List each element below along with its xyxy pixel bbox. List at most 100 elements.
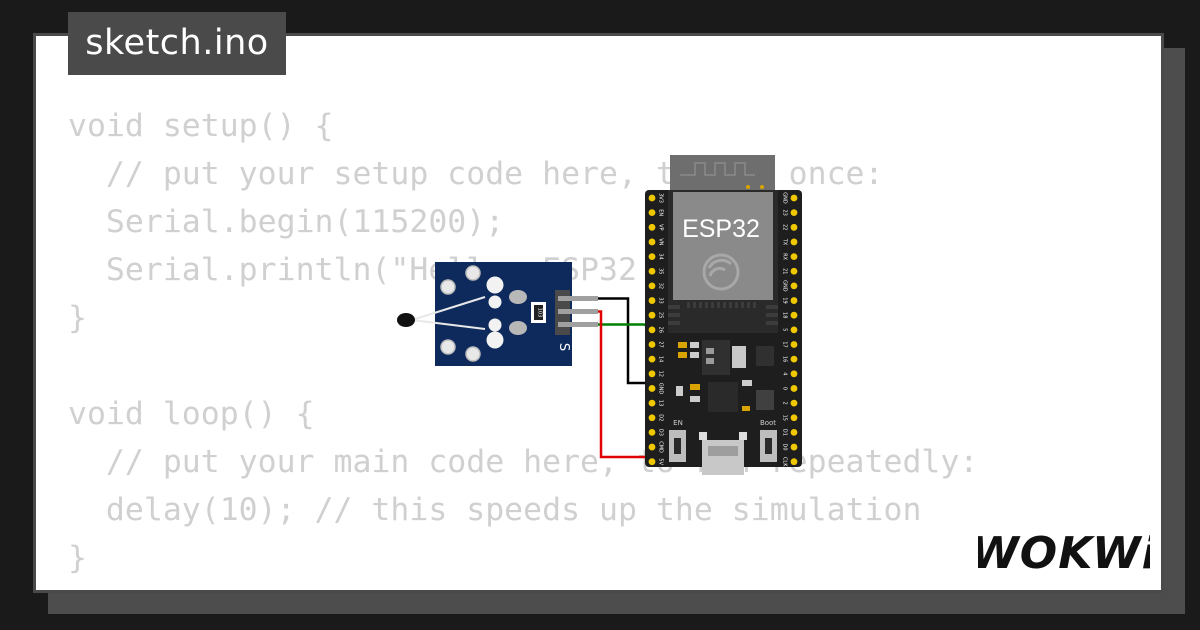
file-tab[interactable]: sketch.ino: [68, 12, 286, 75]
left-pin[interactable]: [648, 282, 656, 290]
right-pin-label: 21: [782, 268, 788, 274]
right-pin[interactable]: [790, 370, 798, 378]
left-pin-label: 5V: [658, 458, 664, 465]
left-pin-label: 3V3: [658, 193, 664, 203]
left-pin-label: EN: [658, 209, 664, 216]
wokwi-logo: WOKWi: [978, 528, 1150, 579]
right-pin-label: GND: [782, 280, 788, 292]
left-pin-label: 12: [658, 371, 664, 377]
right-pin-label: RX: [782, 253, 788, 260]
left-pin[interactable]: [648, 297, 656, 304]
left-pin-label: 14: [658, 356, 664, 362]
right-pin[interactable]: [790, 326, 798, 334]
thermistor-bead: [397, 313, 415, 327]
code-line: delay(10); // this speeds up the simulat…: [68, 492, 922, 528]
left-pin-label: 33: [658, 297, 664, 303]
right-pin[interactable]: [790, 385, 798, 392]
right-pin[interactable]: [790, 355, 798, 363]
wire-vcc[interactable]: [598, 310, 652, 459]
left-pin-label: 27: [658, 341, 664, 347]
left-pin[interactable]: [648, 194, 656, 202]
right-pin[interactable]: [790, 282, 798, 290]
right-pin[interactable]: [790, 253, 798, 260]
right-pin-label: 19: [782, 297, 788, 303]
esp32-board[interactable]: ESP32 EN Boot: [645, 155, 802, 475]
right-pin-label: D0: [782, 444, 788, 451]
left-pin[interactable]: [648, 385, 656, 392]
wire-gnd[interactable]: [598, 297, 652, 385]
left-pin-label: 25: [658, 312, 664, 318]
right-pin-label: TX: [782, 238, 788, 246]
right-pin[interactable]: [790, 267, 798, 275]
code-line: Serial.begin(115200);: [68, 204, 505, 240]
right-pin-label: CLK: [782, 457, 788, 467]
left-pin-header: 3V3ENVPVN343532332526271412GND13D2D3CMD5…: [648, 193, 664, 466]
right-pin[interactable]: [790, 223, 798, 231]
left-pin[interactable]: [648, 223, 656, 231]
right-pin-label: 2: [782, 402, 788, 405]
right-pin-label: 15: [782, 415, 788, 421]
right-pin[interactable]: [790, 209, 798, 217]
resistor-label: 103: [537, 308, 543, 318]
board-name-label: ESP32: [682, 215, 760, 243]
right-pin-label: D1: [782, 429, 788, 436]
wokwi-logo-text: WOKWi: [978, 528, 1150, 579]
right-pin[interactable]: [790, 297, 798, 304]
right-pin-label: 23: [782, 209, 788, 215]
left-pin[interactable]: [648, 341, 656, 348]
right-pin[interactable]: [790, 443, 798, 451]
left-pin[interactable]: [648, 355, 656, 363]
right-pin-label: 5: [782, 328, 788, 331]
right-pin-label: 16: [782, 356, 788, 362]
code-line: }: [68, 300, 87, 336]
right-pin-label: 17: [782, 341, 788, 347]
left-pin-label: 26: [658, 327, 664, 333]
right-pin-label: 4: [782, 372, 788, 375]
left-pin[interactable]: [648, 311, 656, 319]
left-pin[interactable]: [648, 443, 656, 451]
code-line: void setup() {: [68, 108, 334, 144]
left-pin-label: 35: [658, 268, 664, 274]
usb-port: [702, 440, 744, 475]
right-pin[interactable]: [790, 414, 798, 422]
right-pin-label: 22: [782, 224, 788, 230]
right-pin[interactable]: [790, 458, 798, 466]
right-pin[interactable]: [790, 311, 798, 319]
left-pin-label: D3: [658, 429, 664, 436]
left-pin[interactable]: [648, 267, 656, 275]
left-pin[interactable]: [648, 209, 656, 217]
code-line: void loop() {: [68, 396, 315, 432]
right-pin-label: 18: [782, 312, 788, 318]
right-pin[interactable]: [790, 399, 798, 407]
left-pin[interactable]: [648, 370, 656, 378]
right-pin[interactable]: [790, 194, 798, 202]
sensor-pin-s-label: S: [556, 343, 571, 351]
left-pin-label: 34: [658, 253, 664, 259]
left-pin[interactable]: [648, 238, 656, 246]
sensor-pin-minus-label: -: [565, 279, 580, 284]
left-pin[interactable]: [648, 399, 656, 407]
right-pin[interactable]: [790, 341, 798, 348]
left-pin[interactable]: [648, 253, 656, 260]
right-pin-label: GND: [782, 192, 788, 204]
left-pin[interactable]: [648, 429, 656, 436]
left-pin-label: VP: [658, 224, 664, 230]
left-pin-label: 13: [658, 400, 664, 406]
espressif-logo-icon: [702, 253, 740, 291]
right-pin[interactable]: [790, 429, 798, 436]
en-button-label: EN: [673, 419, 683, 427]
left-pin-label: CMD: [658, 441, 664, 453]
right-pin[interactable]: [790, 238, 798, 246]
temperature-sensor-module[interactable]: 103 - S: [397, 262, 598, 366]
left-pin[interactable]: [648, 458, 656, 466]
left-pin[interactable]: [648, 414, 656, 422]
left-pin-label: 32: [658, 283, 664, 289]
left-pin-label: VN: [658, 238, 664, 245]
left-pin-label: D2: [658, 414, 664, 421]
boot-button-label: Boot: [760, 419, 776, 427]
right-pin-label: 0: [782, 387, 788, 390]
left-pin[interactable]: [648, 326, 656, 334]
code-line: }: [68, 540, 87, 576]
